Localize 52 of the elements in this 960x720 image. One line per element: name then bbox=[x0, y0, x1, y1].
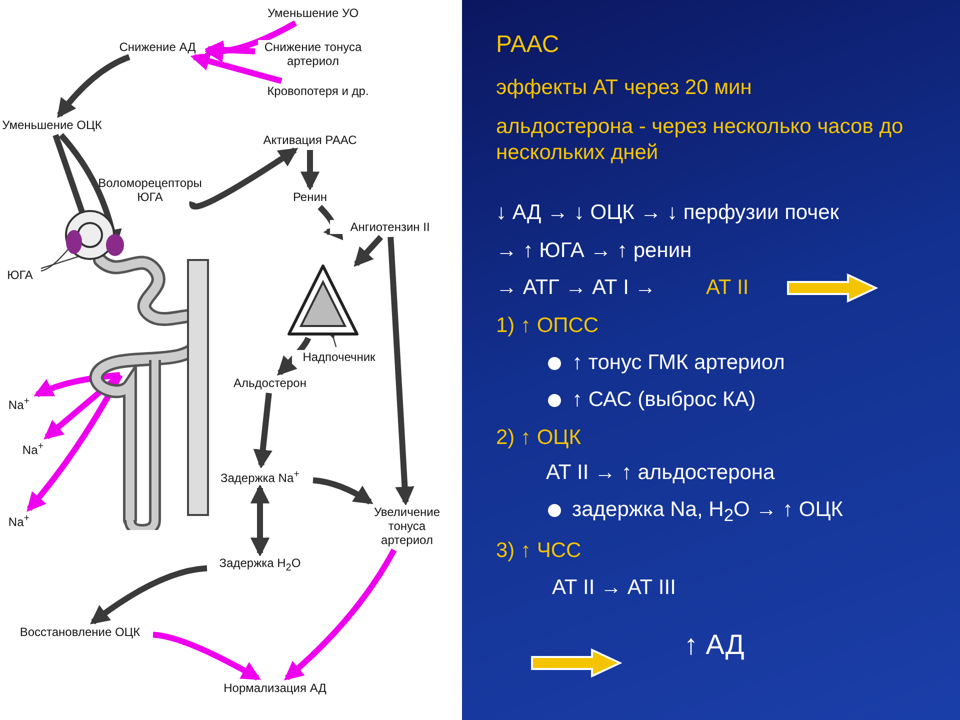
arrow bbox=[204, 20, 297, 62]
text-line: ↑ АД bbox=[684, 632, 744, 658]
node-label: Активация РААС bbox=[263, 133, 357, 147]
text-line: 3) ↑ ЧСС bbox=[496, 538, 582, 564]
arrow bbox=[26, 374, 123, 512]
node-label: Альдостерон bbox=[234, 376, 306, 390]
text-line: → АТГ → АТ I → bbox=[496, 275, 656, 301]
text-line: ↑ тонус ГМК артериол bbox=[572, 350, 785, 376]
text-line: → ↑ ЮГА → ↑ ренин bbox=[496, 238, 692, 264]
text-line: 1) ↑ ОПСС bbox=[496, 313, 599, 339]
text-line: задержка Na, H$_{2}$O → ↑ ОЦК bbox=[572, 497, 843, 528]
arrow bbox=[34, 372, 120, 398]
node-label: Уменьшение ОЦК bbox=[2, 118, 102, 132]
node-label: Нормализация АД bbox=[224, 681, 326, 695]
arrow bbox=[44, 372, 122, 440]
text-line: ↑ САС (выброс КА) bbox=[572, 387, 756, 413]
arrow bbox=[277, 336, 312, 376]
slide-title: РААС bbox=[496, 32, 560, 58]
text-line: АТ II → АТ III bbox=[552, 575, 676, 601]
text-line: альдостерона - через несколько часов до нескольких дней bbox=[496, 114, 904, 166]
arrow bbox=[152, 632, 261, 681]
arrow bbox=[388, 236, 414, 506]
text-line: ↓ АД → ↓ ОЦК → ↓ перфузии почек bbox=[496, 200, 839, 226]
annotation-label: Воломорецепторы ЮГА bbox=[97, 176, 203, 204]
text-line: АТ II bbox=[706, 275, 749, 301]
arrow bbox=[284, 548, 397, 680]
node-label: Задержка Na$^{+}$ bbox=[220, 469, 300, 485]
node-label: Уменьшение УО bbox=[267, 6, 359, 20]
node-label: ЮГА bbox=[7, 268, 33, 282]
arrow bbox=[253, 392, 272, 469]
arrow bbox=[189, 148, 298, 210]
node-label: Na$^{+}$ bbox=[8, 513, 30, 529]
node-label: Ангиотензин II bbox=[350, 220, 430, 234]
node-label: Увеличение тонуса артериол bbox=[374, 505, 440, 547]
arrow bbox=[57, 54, 130, 118]
arrow bbox=[250, 484, 270, 557]
text-line: 2) ↑ ОЦК bbox=[496, 425, 581, 451]
node-label: Na$^{+}$ bbox=[22, 441, 44, 457]
arrow bbox=[300, 150, 320, 191]
node-label: Na$^{+}$ bbox=[8, 396, 30, 412]
arrow bbox=[312, 477, 374, 505]
node-label: Задержка H$_{2}$O bbox=[219, 556, 301, 574]
text-line: эффекты АТ через 20 мин bbox=[496, 75, 752, 101]
arrow bbox=[190, 52, 282, 84]
node-label: Надпочечник bbox=[302, 350, 376, 364]
node-label: Снижение АД bbox=[119, 40, 196, 54]
arrow bbox=[90, 565, 208, 624]
arrow bbox=[354, 234, 384, 267]
arrow bbox=[318, 204, 344, 240]
text-line: АТ II → ↑ альдостерона bbox=[546, 460, 775, 486]
node-label: Ренин bbox=[292, 190, 328, 204]
arrow bbox=[204, 40, 256, 60]
